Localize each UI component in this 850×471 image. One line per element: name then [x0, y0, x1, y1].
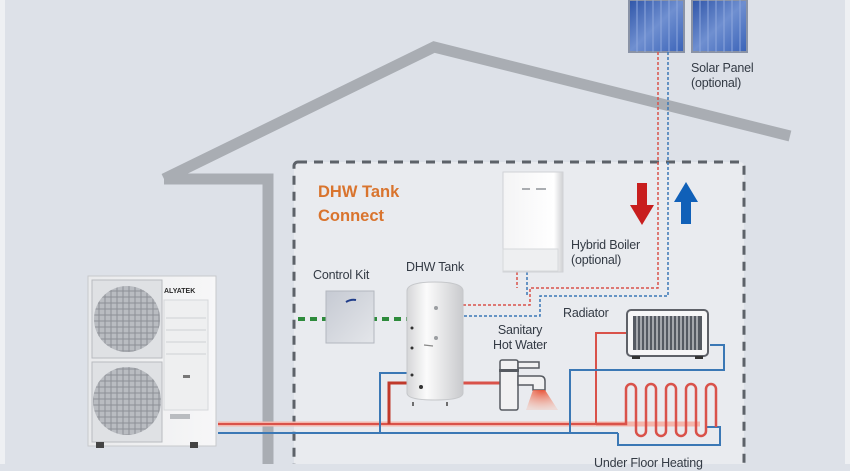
left-border — [0, 0, 5, 464]
label-hybrid-boiler-text: Hybrid Boiler — [571, 238, 640, 252]
right-border — [845, 0, 850, 464]
arrow-down-icon — [630, 183, 654, 225]
arrow-up-icon — [674, 182, 698, 224]
underfloor-heating-coil — [596, 382, 718, 438]
solar-loop-pipes — [407, 52, 669, 317]
brand-logo: ALYATEK — [164, 288, 196, 295]
title-line-1: DHW Tank — [318, 183, 400, 201]
diagram-title: DHW Tank Connect — [318, 180, 399, 228]
label-solar-panel-note: (optional) — [691, 76, 742, 90]
label-hybrid-boiler-note: (optional) — [571, 253, 622, 267]
solar-panel — [628, 0, 748, 53]
label-sanitary-line-1: Sanitary — [497, 323, 543, 337]
label-solar-panel: Solar Panel (optional) — [691, 61, 754, 91]
sanitary-faucet — [499, 359, 558, 411]
dhw-tank — [406, 281, 464, 406]
label-sanitary-hot-water: Sanitary Hot Water — [480, 323, 560, 353]
label-solar-panel-text: Solar Panel — [691, 61, 754, 75]
label-dhw-tank: DHW Tank — [406, 260, 464, 274]
control-kit — [325, 290, 375, 344]
label-radiator: Radiator — [563, 306, 609, 320]
label-hybrid-boiler: Hybrid Boiler (optional) — [571, 238, 640, 268]
label-sanitary-line-2: Hot Water — [493, 338, 547, 352]
house-outline — [161, 41, 792, 464]
hybrid-boiler — [502, 171, 564, 273]
radiator — [626, 309, 709, 359]
title-line-2: Connect — [318, 207, 384, 225]
label-control-kit: Control Kit — [313, 268, 370, 282]
outdoor-heat-pump-unit — [87, 275, 217, 448]
